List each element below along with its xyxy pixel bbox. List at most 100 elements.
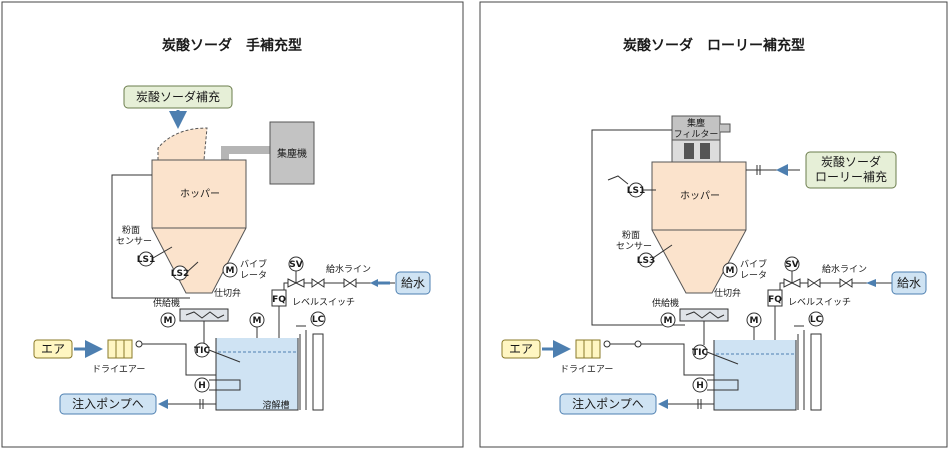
right-filter-label-1: 集塵 (687, 117, 705, 129)
left-vibrator-motor-label: M (226, 266, 235, 276)
left-tank (215, 338, 299, 411)
right-pump-label: 注入ポンプへ (572, 396, 644, 411)
right-water-supply-box (891, 271, 927, 295)
left-hopper-label: ホッパー (180, 188, 220, 200)
left-mixer-motor-label: M (253, 316, 262, 326)
left-check-valve (311, 278, 325, 288)
right-supply-label-2: ローリー補充 (815, 169, 887, 184)
right-air-label: エア (509, 342, 533, 356)
right-vibrator-motor-label: M (726, 266, 735, 276)
left-dryer-label: ドライエアー (92, 364, 145, 375)
left-collector (269, 121, 315, 185)
right-water-supply-label: 給水 (897, 276, 921, 290)
right-ls3-label: LS3 (637, 256, 655, 266)
left-feeder-label: 供給機 (153, 297, 180, 309)
left-air-line (142, 343, 216, 376)
left-dryer-valve (135, 340, 143, 348)
left-recirc-line (111, 174, 190, 299)
right-recirc-line (591, 129, 685, 326)
left-pump-label: 注入ポンプへ (72, 396, 144, 411)
left-gate-valve (343, 278, 357, 288)
left-supply-label: 炭酸ソーダ補充 (136, 89, 220, 104)
left-collector-label: 集塵機 (277, 147, 307, 160)
left-lc-label: LC (312, 315, 325, 325)
right-ls3-icon (638, 252, 654, 268)
right-filter-cartridge-2 (700, 143, 710, 159)
left-hopper-lid (157, 127, 208, 161)
right-sensor-label-2: センサー (616, 241, 652, 252)
right-feeder-motor-label: M (664, 316, 673, 326)
right-dryer-label: ドライエアー (560, 364, 613, 375)
left-feeder-motor-icon (160, 312, 176, 328)
right-filter-label-2: フィルター (674, 129, 719, 140)
right-hopper-label: ホッパー (680, 190, 720, 202)
left-tic-label: TIC (194, 346, 210, 356)
right-lc-column (810, 333, 822, 411)
right-panel: 炭酸ソーダ ローリー補充型 集塵 フィルター ホッパー 炭酸ソーダ ローリー補充… (479, 1, 948, 448)
left-shutoff-label: 仕切弁 (214, 287, 241, 299)
right-sensor-label-1: 粉面 (622, 229, 640, 241)
right-heater-icon (692, 377, 708, 393)
right-dryer (575, 339, 601, 359)
right-water-line-label: 給水ライン (822, 263, 867, 275)
left-air-box (33, 339, 73, 359)
left-ls1-label: LS1 (137, 255, 155, 265)
left-fq-label: FQ (272, 295, 286, 305)
left-level-switch-label: レベルスイッチ (292, 297, 355, 308)
left-supply-box (123, 85, 233, 109)
left-feeder-motor-label: M (164, 316, 173, 326)
left-vibrator-label-2: レータ (240, 270, 267, 281)
left-water-line (283, 282, 395, 290)
left-sv-valve (287, 278, 305, 288)
left-heater-element (209, 379, 241, 391)
right-feeder-label: 供給機 (652, 297, 679, 309)
right-lc-icon (808, 311, 824, 327)
right-title: 炭酸ソーダ ローリー補充型 (623, 37, 805, 54)
left-vibrator-label-1: バイブ (240, 258, 267, 270)
left-ls2-icon (172, 265, 188, 281)
left-sensor-label-2: センサー (116, 236, 152, 247)
right-vibrator-motor-icon (722, 262, 738, 278)
left-water-line-label: 給水ライン (326, 263, 371, 275)
left-vibrator-motor-icon (222, 262, 238, 278)
right-pump-box (559, 393, 657, 415)
right-air-box (501, 339, 541, 359)
right-vibrator-label-1: バイブ (740, 258, 767, 270)
left-sv-label: SV (289, 260, 302, 270)
right-supply-label-1: 炭酸ソーダ (821, 154, 881, 169)
left-lc-column (312, 333, 324, 411)
right-tic-label: TIC (692, 348, 708, 358)
right-fq-label: FQ (768, 295, 782, 305)
right-filter-cartridge-1 (684, 143, 694, 159)
left-heater-icon (194, 377, 210, 393)
right-vibrator-label-2: レータ (740, 270, 767, 281)
left-water-supply-label: 給水 (401, 276, 425, 290)
right-heater-label: H (696, 381, 704, 391)
left-title: 炭酸ソーダ 手補充型 (162, 37, 302, 54)
left-dryer (107, 339, 133, 359)
right-water-line (779, 282, 893, 290)
right-ls1-label: LS1 (627, 186, 645, 196)
left-tank-label: 溶解槽 (262, 399, 289, 411)
left-panel: 炭酸ソーダ 手補充型 炭酸ソーダ補充 集塵機 ホッパー 粉面 センサー LS1 … (1, 1, 464, 448)
right-supply-box (805, 151, 897, 189)
right-check-valve (807, 278, 821, 288)
right-shutoff-label: 仕切弁 (714, 287, 741, 299)
right-tank (713, 340, 797, 411)
right-sv-label: SV (785, 260, 798, 270)
right-sv-valve (783, 278, 801, 288)
right-gate-valve (839, 278, 853, 288)
left-ls2-label: LS2 (171, 269, 189, 279)
right-mixer-motor-label: M (750, 316, 759, 326)
left-pump-box (59, 393, 157, 415)
left-lc-icon (310, 311, 326, 327)
right-lc-label: LC (810, 315, 823, 325)
left-heater-label: H (198, 381, 206, 391)
left-sensor-label-1: 粉面 (122, 224, 140, 236)
right-feeder-motor-icon (660, 312, 676, 328)
left-ls1-icon (138, 251, 154, 267)
left-air-label: エア (41, 342, 65, 356)
left-water-supply-box (395, 271, 431, 295)
right-filter-media (671, 139, 721, 163)
